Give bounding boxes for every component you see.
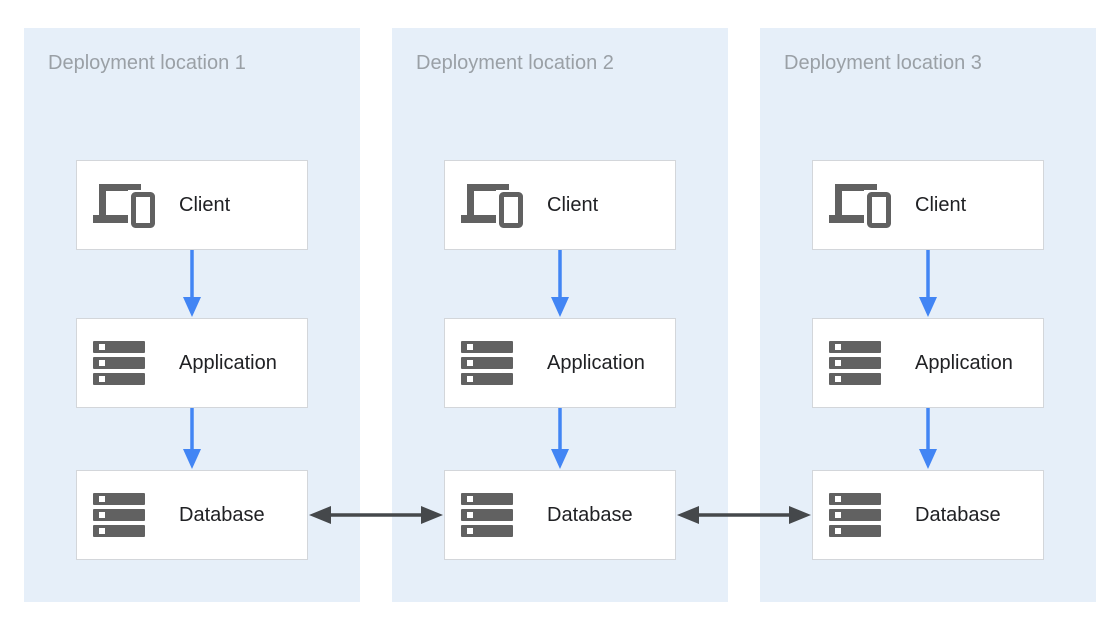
devices-icon [829,182,895,228]
node-label: Client [915,193,967,216]
node-label: Database [915,503,1001,526]
node-label: Application [915,351,1013,374]
servers-icon [829,493,895,537]
application-node: Application [76,318,308,408]
node-label: Client [547,193,599,216]
application-node: Application [444,318,676,408]
sync-arrow-database2-database3 [677,506,811,524]
node-label: Client [179,193,231,216]
panel-title: Deployment location 1 [48,52,246,74]
servers-icon [93,493,159,537]
servers-icon [461,493,527,537]
servers-icon [461,341,527,385]
client-node: Client [76,160,308,250]
flow-arrow-client-to-application [551,250,569,317]
servers-icon [829,341,895,385]
panel-title: Deployment location 2 [416,52,614,74]
panel-title: Deployment location 3 [784,52,982,74]
flow-arrow-application-to-database [183,408,201,469]
flow-arrow-application-to-database [919,408,937,469]
sync-arrow-database1-database2 [309,506,443,524]
flow-arrow-client-to-application [919,250,937,317]
node-label: Application [179,351,277,374]
panel-deployment-location-3: Deployment location 3 Client [760,28,1096,602]
flow-arrow-application-to-database [551,408,569,469]
node-label: Database [547,503,633,526]
node-label: Database [179,503,265,526]
database-node: Database [812,470,1044,560]
node-label: Application [547,351,645,374]
flow-arrow-client-to-application [183,250,201,317]
panel-deployment-location-2: Deployment location 2 Client [392,28,728,602]
database-node: Database [76,470,308,560]
application-node: Application [812,318,1044,408]
database-node: Database [444,470,676,560]
client-node: Client [444,160,676,250]
devices-icon [461,182,527,228]
servers-icon [93,341,159,385]
devices-icon [93,182,159,228]
panel-deployment-location-1: Deployment location 1 Client [24,28,360,602]
client-node: Client [812,160,1044,250]
